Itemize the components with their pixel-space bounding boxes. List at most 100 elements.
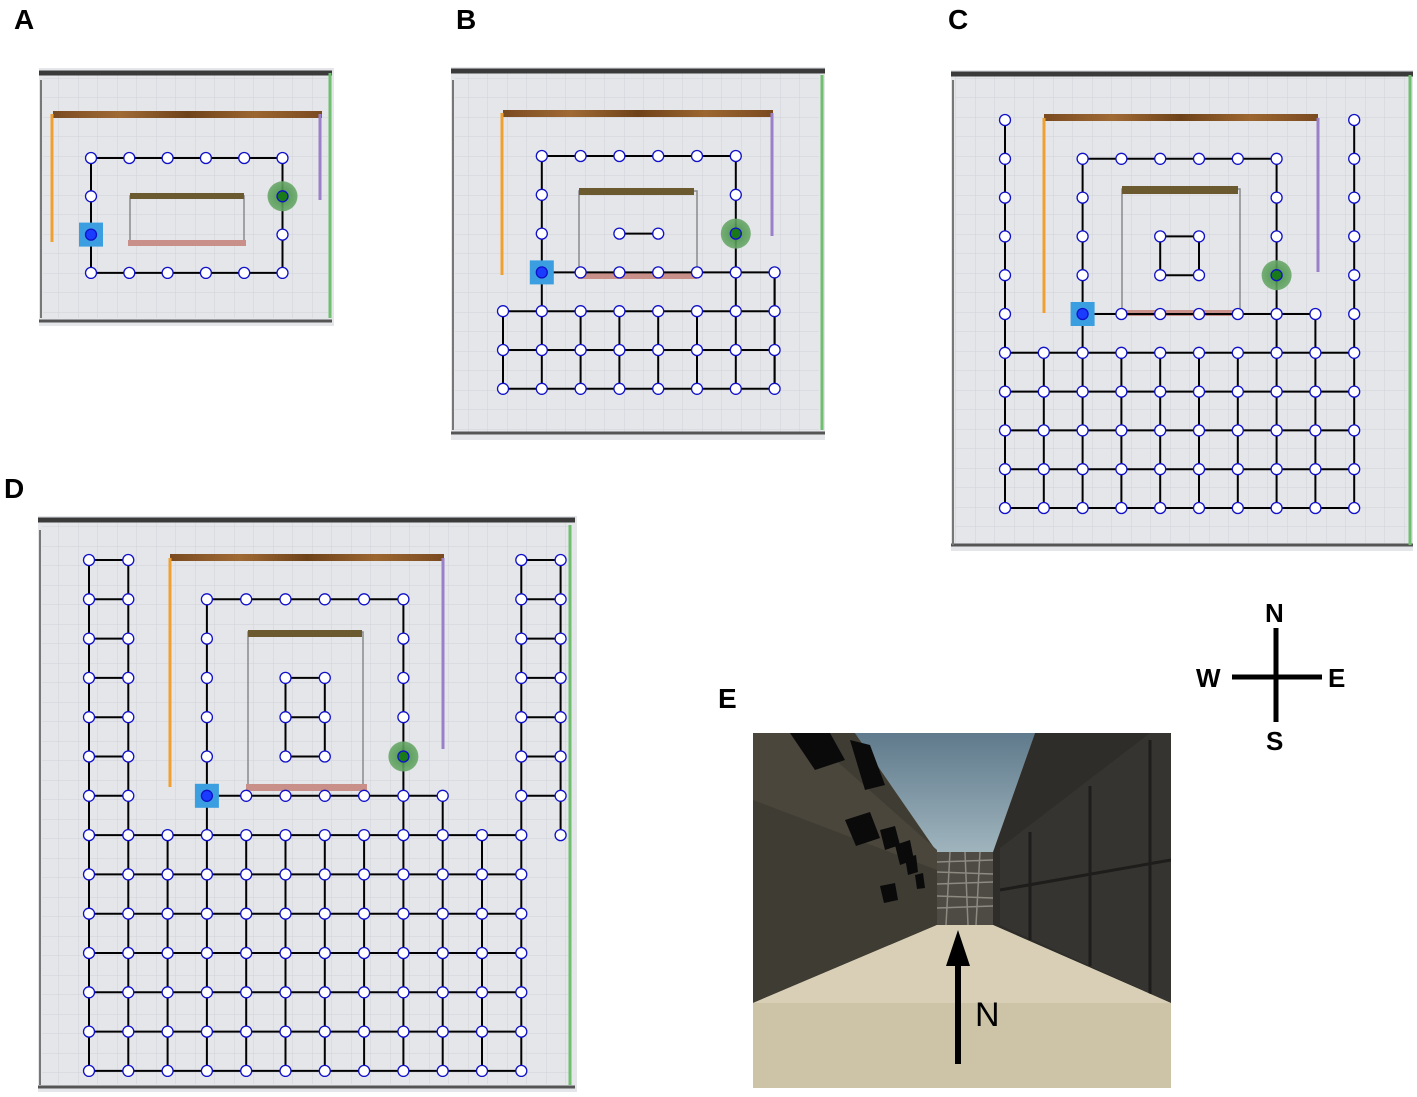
graph-node [279, 946, 292, 960]
graph-node [1154, 346, 1167, 359]
graph-node [554, 750, 567, 763]
graph-node [1076, 269, 1089, 282]
graph-node [318, 711, 331, 724]
graph-node [998, 385, 1012, 398]
graph-node [436, 868, 449, 881]
graph-node [652, 149, 665, 163]
panel-label-a: A [14, 4, 34, 35]
graph-node [1115, 152, 1128, 165]
graph-node [199, 151, 213, 165]
graph-node [240, 1025, 253, 1038]
graph-node [1192, 230, 1206, 243]
graph-node [1037, 424, 1050, 437]
graph-node [1154, 307, 1167, 321]
graph-node [515, 711, 528, 724]
graph-node [240, 1064, 253, 1078]
graph-node [1270, 385, 1283, 398]
graph-node [1270, 152, 1283, 165]
graph-node [122, 1025, 135, 1038]
graph-node [240, 789, 253, 802]
graph-node [475, 868, 489, 881]
graph-node [1076, 230, 1089, 243]
graph-node [998, 424, 1012, 437]
wall-wood [170, 554, 444, 561]
graph-node [238, 266, 251, 280]
graph-node [613, 266, 626, 279]
graph-node [397, 1064, 410, 1078]
inner-box-top-wall [130, 193, 244, 199]
graph-node [515, 946, 528, 960]
graph-node [279, 1064, 292, 1078]
graph-node [82, 632, 96, 645]
graph-node [1309, 463, 1322, 476]
graph-node [554, 671, 567, 685]
graph-node [200, 750, 214, 763]
graph-node [1348, 152, 1361, 165]
graph-node [1076, 191, 1089, 204]
view-sky [855, 733, 1035, 852]
graph-node [574, 382, 587, 395]
graph-node [574, 266, 587, 279]
graph-node [515, 986, 528, 999]
view-left-wall-hole [905, 855, 918, 875]
graph-node [397, 1025, 410, 1038]
graph-node [276, 151, 289, 165]
wall-wood [503, 110, 773, 117]
goal-node [729, 227, 742, 240]
view-left-wall-hole [850, 740, 885, 790]
graph-node [1348, 424, 1361, 437]
graph-node [357, 1064, 371, 1078]
graph-node [82, 868, 96, 881]
graph-node [161, 946, 174, 960]
first-person-view: N [753, 733, 1171, 1088]
graph-node [1348, 501, 1361, 515]
heading-arrow-label: N [975, 996, 1000, 1034]
graph-node [318, 868, 331, 881]
graph-node [515, 907, 528, 920]
graph-node [652, 227, 665, 240]
graph-node [475, 946, 489, 960]
graph-node [200, 711, 214, 724]
graph-node [122, 1064, 135, 1078]
graph-node [1348, 269, 1361, 282]
graph-node [475, 986, 489, 999]
graph-node [84, 190, 98, 203]
graph-node [122, 986, 135, 999]
graph-node [436, 986, 449, 999]
graph-node [1037, 501, 1050, 515]
graph-node [240, 946, 253, 960]
graph-node [1270, 463, 1283, 476]
graph-node [1154, 424, 1167, 437]
graph-node [515, 750, 528, 763]
panel-label-e: E [718, 683, 737, 714]
graph-node [397, 986, 410, 999]
graph-node [122, 946, 135, 960]
inner-box-bottom-wall [128, 240, 246, 246]
graph-node [397, 946, 410, 960]
graph-node [515, 1025, 528, 1038]
graph-node [1309, 385, 1322, 398]
graph-node [82, 553, 96, 567]
view-left-wall-hole [845, 812, 880, 846]
graph-node [1231, 501, 1244, 515]
graph-node [161, 151, 174, 165]
graph-node [1154, 230, 1167, 243]
graph-node [82, 789, 96, 802]
graph-node [279, 711, 292, 724]
graph-node [1076, 385, 1089, 398]
graph-node [535, 382, 548, 395]
graph-node [279, 750, 292, 763]
graph-node [515, 828, 528, 842]
graph-node [729, 343, 742, 357]
graph-node [475, 907, 489, 920]
view-left-wall-hole [790, 733, 845, 770]
graph-node [1115, 501, 1128, 515]
graph-node [768, 305, 781, 318]
graph-node [1309, 424, 1322, 437]
graph-node [279, 671, 292, 685]
graph-node [122, 632, 135, 645]
graph-node [515, 1064, 528, 1078]
graph-node [436, 946, 449, 960]
graph-node [200, 907, 214, 920]
graph-node [1076, 463, 1089, 476]
